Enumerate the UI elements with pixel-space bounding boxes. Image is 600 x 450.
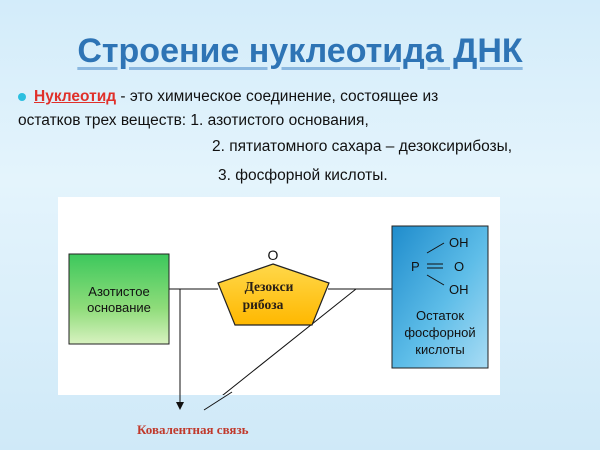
sugar-label-2: рибоза bbox=[243, 297, 284, 312]
pointer-line-right bbox=[207, 288, 357, 408]
bond-p-oh-top bbox=[426, 242, 445, 254]
phosphate-label-3: кислоты bbox=[415, 342, 464, 357]
phosphate-box bbox=[391, 225, 489, 369]
phosphate-p: P bbox=[411, 259, 420, 274]
bond-p-oh-bottom bbox=[426, 274, 445, 286]
arrowhead-left-ext bbox=[176, 402, 184, 410]
definition-line-4: 3. фосфорной кислоты. bbox=[218, 167, 388, 184]
slide-title: Строение нуклеотида ДНК bbox=[77, 32, 523, 70]
nucleotide-diagram: Азотистое основание O Дезокси рибоза OH … bbox=[68, 225, 489, 409]
term-nucleotide: Нуклеотид bbox=[34, 88, 117, 105]
phosphate-label-2: фосфорной bbox=[404, 325, 475, 340]
sugar-pentagon bbox=[217, 263, 330, 326]
sugar-label-1: Дезокси bbox=[245, 279, 294, 294]
definition-text-1: - это химическое соединение, состоящее и… bbox=[116, 88, 439, 105]
definition-line-2: остатков трех веществ: 1. азотистого осн… bbox=[18, 112, 369, 129]
phosphate-oh-top: OH bbox=[449, 235, 469, 250]
definition-line-1: Нуклеотид - это химическое соединение, с… bbox=[18, 88, 438, 106]
base-box bbox=[68, 253, 170, 345]
phosphate-oh-bottom: OH bbox=[449, 282, 469, 297]
phosphate-o: O bbox=[454, 259, 464, 274]
covalent-bond-label: Ковалентная связь bbox=[137, 422, 249, 437]
base-label-2: основание bbox=[87, 300, 151, 315]
phosphate-label-1: Остаток bbox=[416, 308, 464, 323]
definition-line-3: 2. пятиатомного сахара – дезоксирибозы, bbox=[212, 138, 513, 155]
base-label-1: Азотистое bbox=[88, 284, 149, 299]
diagram-panel: Азотистое основание O Дезокси рибоза OH … bbox=[58, 197, 500, 409]
bullet-icon bbox=[18, 92, 26, 101]
sugar-oxygen-label: O bbox=[268, 247, 279, 263]
